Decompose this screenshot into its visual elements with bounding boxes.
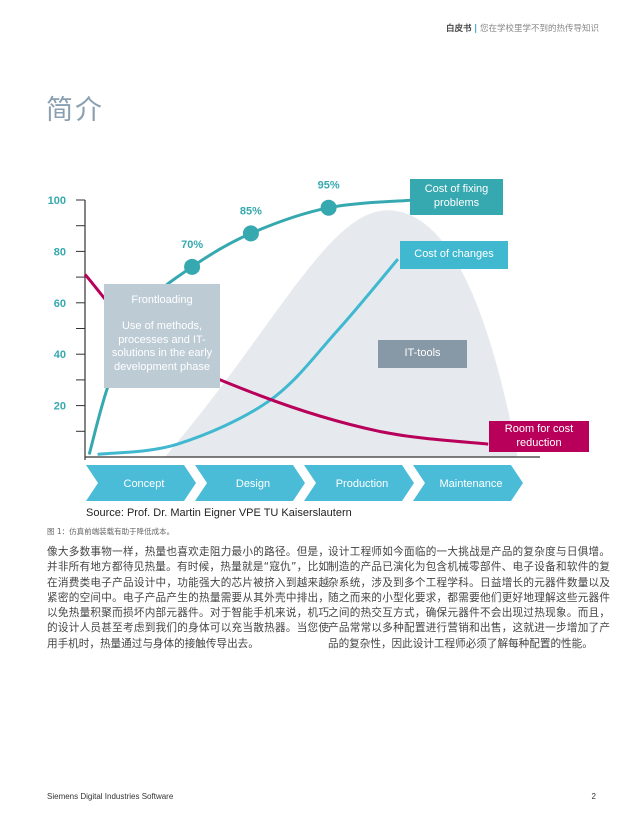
page-header: 白皮书 | 您在学校里学不到的热传导知识	[446, 22, 599, 34]
header-subtitle: 您在学校里学不到的热传导知识	[479, 24, 599, 34]
milestone-marker	[184, 258, 201, 275]
doc-type: 白皮书	[445, 24, 472, 34]
phase-arrow	[195, 465, 305, 501]
phase-arrow	[304, 465, 414, 501]
phase-arrow	[413, 465, 523, 501]
frontloading-box: Frontloading Use of methods, processes a…	[104, 284, 220, 388]
phase-label: Concept	[124, 478, 165, 490]
cost-chart: 100 80 60 40 20 70% 85% 95% Concept Design Product…	[48, 180, 540, 501]
body-column-2: 设计工程师如今面临的一大挑战是产品的复杂度与日俱增。制造的产品已演化为包含机械零…	[328, 546, 610, 650]
phase-label: Maintenance	[440, 478, 503, 490]
milestone-marker	[320, 199, 337, 216]
cost-of-changes-label: Cost of changes	[400, 241, 508, 269]
room-for-cost-reduction-label: Room for cost reduction	[489, 421, 589, 452]
y-tick-label: 20	[54, 401, 66, 413]
y-tick-label: 40	[54, 349, 66, 361]
phase-label: Production	[336, 478, 389, 490]
it-tools-label: IT-tools	[378, 340, 467, 368]
figure-caption: 图 1：仿真前端装载有助于降低成本。	[47, 527, 175, 536]
milestone-label: 85%	[240, 205, 262, 217]
milestone-marker	[242, 225, 259, 242]
body-column-1: 像大多数事物一样，热量也喜欢走阻力最小的路径。但是，并非所有地方都待见热量。有时…	[47, 546, 329, 650]
phase-arrow	[86, 465, 196, 501]
frontloading-body: Use of methods, processes and IT-solutio…	[111, 319, 213, 373]
chart-source: Source: Prof. Dr. Martin Eigner VPE TU K…	[86, 507, 352, 519]
cost-of-fixing-label: Cost of fixing problems	[410, 179, 503, 215]
phase-label: Design	[236, 478, 270, 490]
y-tick-label: 80	[54, 246, 66, 258]
separator: |	[474, 24, 478, 34]
y-tick-label: 60	[54, 298, 66, 310]
frontloading-title: Frontloading	[131, 294, 193, 306]
y-tick-label: 100	[48, 195, 66, 207]
page-number: 2	[591, 792, 596, 801]
it-tools-area	[164, 210, 518, 457]
milestone-label: 95%	[318, 180, 340, 192]
footer-company: Siemens Digital Industries Software	[47, 792, 174, 801]
page-title: 简介	[46, 95, 104, 126]
milestone-label: 70%	[181, 239, 203, 251]
